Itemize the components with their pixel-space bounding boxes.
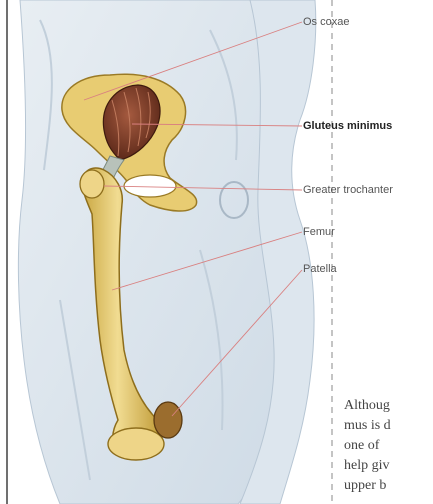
femoral-condyles — [108, 428, 164, 460]
label-femur: Femur — [303, 226, 335, 238]
patella-bone — [154, 402, 182, 438]
label-patella: Patella — [303, 263, 337, 275]
greater-trochanter-bone — [80, 170, 104, 198]
label-greater-trochanter: Greater trochanter — [303, 184, 393, 196]
body-text-line-2: mus is d — [344, 416, 391, 436]
body-text-line-3: one of — [344, 436, 379, 456]
body-text-line-5: upper b — [344, 476, 386, 496]
label-gluteus-minimus: Gluteus minimus — [303, 120, 392, 132]
body-text-line-1: Althoug — [344, 396, 390, 416]
obturator-foramen — [124, 175, 176, 197]
label-os-coxae: Os coxae — [303, 16, 349, 28]
body-text-line-4: help giv — [344, 456, 390, 476]
